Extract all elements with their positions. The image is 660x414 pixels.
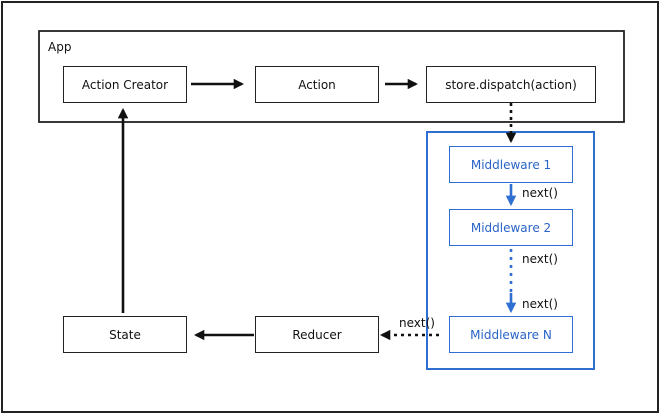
middleware-2-node: Middleware 2 [449, 209, 573, 246]
middleware-1-node: Middleware 1 [449, 146, 573, 183]
next-label-reducer: next() [399, 316, 435, 330]
reducer-node: Reducer [255, 316, 379, 353]
next-label-mw1: next() [522, 186, 558, 200]
dispatch-node: store.dispatch(action) [426, 66, 596, 103]
app-container [38, 30, 625, 123]
middleware-n-node: Middleware N [449, 316, 573, 353]
state-node: State [63, 316, 187, 353]
action-node: Action [255, 66, 379, 103]
app-label: App [48, 40, 72, 54]
next-label-mw2: next() [522, 252, 558, 266]
action-creator-node: Action Creator [63, 66, 187, 103]
next-label-mwn: next() [522, 297, 558, 311]
